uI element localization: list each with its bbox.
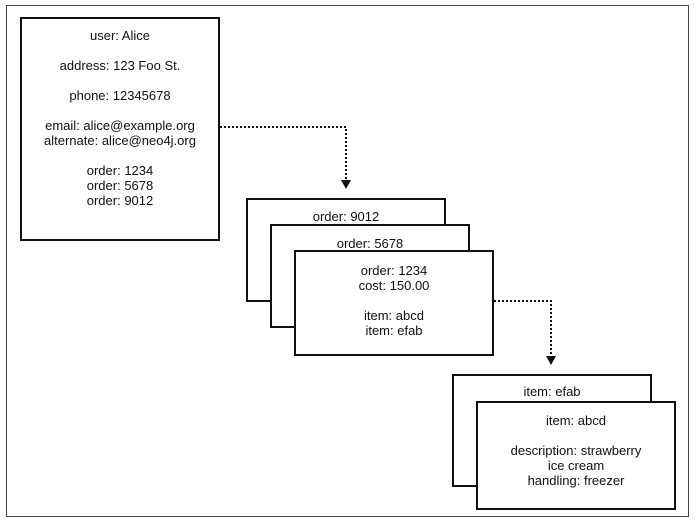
user-order-ref: order: 5678 <box>86 178 154 193</box>
order-id: order: 1234 <box>360 263 428 278</box>
order-item-ref: item: efab <box>365 323 423 338</box>
user-order-ref: order: 1234 <box>86 163 154 178</box>
order-item-ref: item: abcd <box>364 308 424 323</box>
item-description: description: strawberry <box>510 443 642 458</box>
item-description-continued: ice cream <box>547 458 605 473</box>
user-address: address: 123 Foo St. <box>59 58 181 73</box>
order-cost: cost: 150.00 <box>358 278 430 293</box>
diagram-frame <box>6 5 689 517</box>
user-email: email: alice@example.org <box>45 118 195 133</box>
item-id: item: abcd <box>546 413 606 428</box>
item-record-box-front: item: abcd description: strawberry ice c… <box>476 401 676 510</box>
user-phone: phone: 12345678 <box>69 88 171 103</box>
user-record-box: user: Alice address: 123 Foo St. phone: … <box>20 17 220 241</box>
user-order-ref: order: 9012 <box>86 193 154 208</box>
item-handling: handling: freezer <box>527 473 625 488</box>
user-name: user: Alice <box>90 28 150 43</box>
item-id: item: efab <box>523 384 581 399</box>
order-id: order: 9012 <box>312 209 380 224</box>
order-record-box-front: order: 1234 cost: 150.00 item: abcd item… <box>294 250 494 356</box>
user-alternate-email: alternate: alice@neo4j.org <box>44 133 196 148</box>
order-id: order: 5678 <box>336 236 404 251</box>
